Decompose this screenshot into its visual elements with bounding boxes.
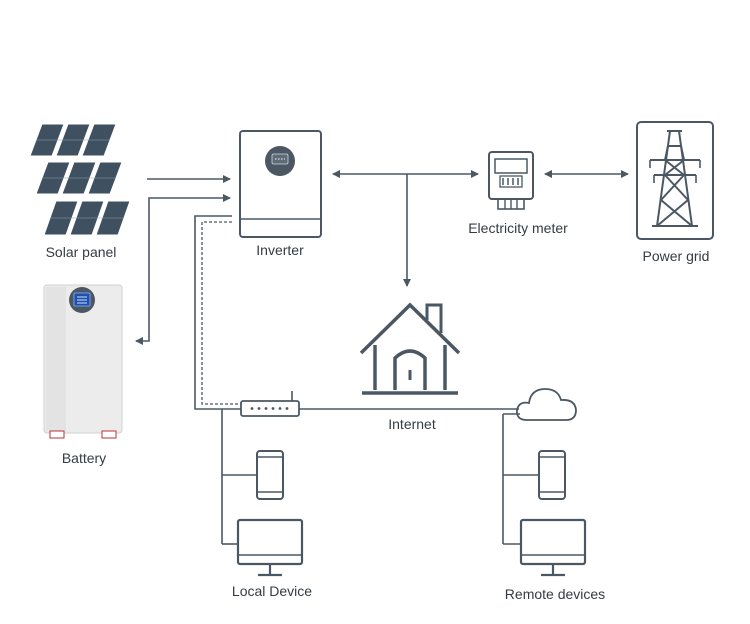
power-grid-label: Power grid bbox=[642, 248, 710, 264]
solar-panel-icon bbox=[29, 123, 131, 236]
electricity-meter-icon bbox=[488, 151, 534, 210]
inverter-icon bbox=[239, 130, 322, 238]
local-device-label: Local Device bbox=[231, 583, 313, 599]
electricity-meter-label: Electricity meter bbox=[468, 220, 568, 236]
inverter-router-line bbox=[194, 215, 241, 410]
transmission-tower-icon bbox=[636, 121, 714, 240]
house-icon bbox=[359, 302, 461, 395]
inverter-battery-arrow bbox=[135, 194, 231, 345]
remote-monitor-icon bbox=[519, 518, 587, 577]
inverter-label: Inverter bbox=[256, 242, 304, 258]
remote-devices-label: Remote devices bbox=[504, 586, 606, 602]
remote-smartphone-icon bbox=[538, 450, 566, 500]
router-icon bbox=[240, 391, 300, 417]
internet-label: Internet bbox=[388, 416, 436, 432]
connector-lines bbox=[135, 170, 629, 545]
solar-panel-label: Solar panel bbox=[45, 244, 117, 260]
local-monitor-icon bbox=[236, 518, 304, 577]
cloud-icon bbox=[516, 388, 577, 421]
battery-label: Battery bbox=[61, 450, 107, 466]
inverter-router-dashed-line bbox=[201, 221, 241, 405]
battery-icon bbox=[43, 284, 123, 439]
local-smartphone-icon bbox=[256, 450, 284, 500]
